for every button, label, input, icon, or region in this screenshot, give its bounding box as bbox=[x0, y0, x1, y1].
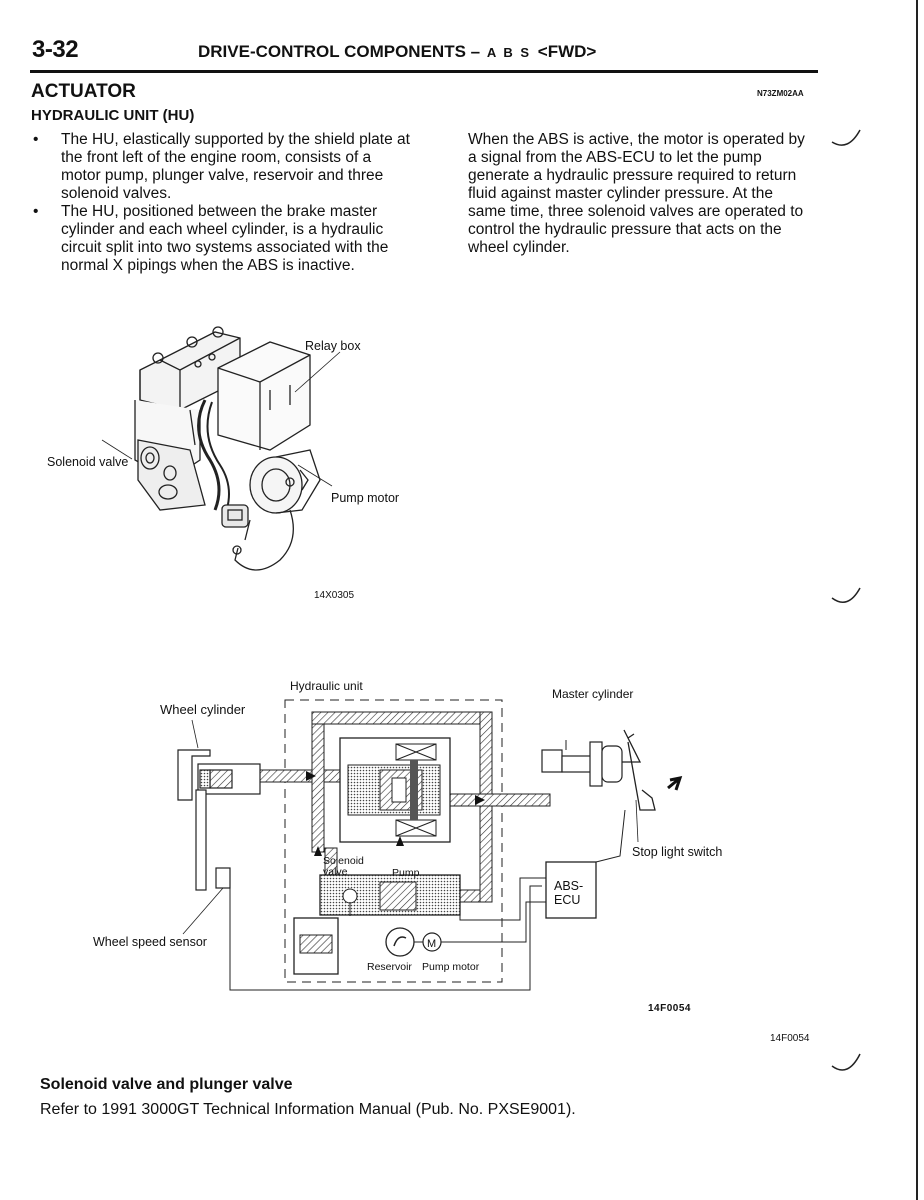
solenoid-valve-label: Solenoid valve bbox=[47, 455, 128, 469]
hydraulic-unit-label: Hydraulic unit bbox=[290, 679, 363, 693]
master-cylinder-label: Master cylinder bbox=[552, 687, 633, 701]
solenoid-label: Solenoid bbox=[323, 855, 364, 867]
header-title-suffix: <FWD> bbox=[537, 42, 597, 61]
right-paragraph: When the ABS is active, the motor is ope… bbox=[468, 131, 805, 256]
hydraulic-unit-illustration: Relay box Solenoid valve Pump motor bbox=[47, 326, 399, 571]
sub-title: HYDRAULIC UNIT (HU) bbox=[31, 107, 195, 124]
header-title: DRIVE-CONTROL COMPONENTS – A B S <FWD> bbox=[198, 42, 596, 62]
bottom-section-text: Refer to 1991 3000GT Technical Informati… bbox=[40, 1101, 576, 1118]
page-edge-line bbox=[916, 0, 918, 1200]
bottom-section-title: Solenoid valve and plunger valve bbox=[40, 1076, 293, 1093]
wheel-speed-sensor-label: Wheel speed sensor bbox=[93, 935, 207, 949]
figure2-code-inner: 14F0054 bbox=[648, 1003, 691, 1014]
reservoir-label: Reservoir bbox=[367, 961, 412, 973]
section-title: ACTUATOR bbox=[31, 81, 136, 102]
header-rule bbox=[30, 70, 818, 73]
ecu-label: ECU bbox=[554, 893, 580, 907]
abs-label: ABS- bbox=[554, 879, 583, 893]
document-code: N73ZM02AA bbox=[757, 89, 804, 98]
hydraulic-circuit-diagram: Hydraulic unit Master cylinder Wheel cyl… bbox=[93, 679, 722, 991]
bullet-item: The HU, positioned between the brake mas… bbox=[31, 203, 411, 275]
motor-symbol: M bbox=[427, 938, 436, 950]
relay-box-label: Relay box bbox=[305, 339, 361, 353]
valve-label: valve bbox=[323, 866, 348, 878]
bullet-item: The HU, elastically supported by the shi… bbox=[31, 131, 411, 203]
pump-motor-label: Pump motor bbox=[331, 491, 399, 505]
wheel-cylinder-label: Wheel cylinder bbox=[160, 702, 246, 717]
header-title-main: DRIVE-CONTROL COMPONENTS – bbox=[198, 42, 481, 61]
binder-marks bbox=[831, 129, 861, 1071]
figure1-code: 14X0305 bbox=[314, 590, 355, 601]
header-title-abs: A B S bbox=[486, 45, 532, 60]
bullet-list: The HU, elastically supported by the shi… bbox=[31, 131, 411, 275]
page-number: 3-32 bbox=[32, 36, 79, 63]
pump-motor-label-2: Pump motor bbox=[422, 961, 480, 973]
stop-light-switch-label: Stop light switch bbox=[632, 845, 722, 859]
figure2-code-outer: 14F0054 bbox=[770, 1033, 810, 1044]
pump-label: Pump bbox=[392, 867, 420, 879]
